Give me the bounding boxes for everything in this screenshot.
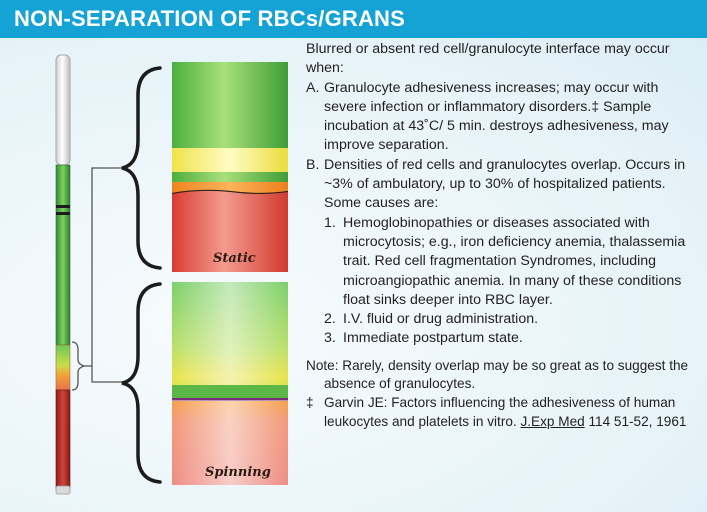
spinning-panel: Spinning xyxy=(172,282,288,485)
sub-item-text: Hemoglobinopathies or diseases associate… xyxy=(343,214,686,308)
static-label: Static xyxy=(213,251,256,266)
page-title: NON-SEPARATION OF RBCs/GRANS xyxy=(14,6,406,31)
cause-sub-list: 1. Hemoglobinopathies or diseases associ… xyxy=(306,214,700,349)
static-orange-band xyxy=(172,182,288,194)
tube-bracket xyxy=(71,341,87,391)
tube-red-cell-segment xyxy=(55,389,71,489)
notes-section: Note: Rarely, density overlap may be so … xyxy=(306,357,700,431)
explanation-text: Blurred or absent red cell/granulocyte i… xyxy=(306,40,700,431)
sub-item-2: 2. I.V. fluid or drug administration. xyxy=(306,310,700,329)
connector-line-spinning xyxy=(91,366,122,383)
tube-bottom-cap xyxy=(55,485,71,495)
footnote-marker: ‡ xyxy=(306,394,314,410)
spinning-lower-glow xyxy=(172,401,288,485)
footnote-text-after: 114 51-52, 1961 xyxy=(584,413,687,429)
static-green-thin-band xyxy=(172,172,288,182)
content-area xyxy=(0,38,707,512)
tube-granulocyte-segment xyxy=(55,164,71,346)
sub-item-marker: 2. xyxy=(324,311,336,328)
item-text: Granulocyte adhesiveness increases; may … xyxy=(324,79,669,154)
item-text: Densities of red cells and granulocytes … xyxy=(324,156,686,212)
journal-link[interactable]: J.Exp Med xyxy=(520,413,585,429)
spinning-green-band xyxy=(172,385,288,399)
spinning-panel-brace xyxy=(121,282,162,484)
item-marker: B. xyxy=(306,156,320,173)
illustration: Static Spinning xyxy=(55,54,289,495)
tube-cap xyxy=(55,54,71,166)
sub-item-3: 3. Immediate postpartum state. xyxy=(306,329,700,348)
test-tube xyxy=(55,54,71,495)
sub-item-text: I.V. fluid or drug administration. xyxy=(343,311,539,328)
tube-mixed-zone xyxy=(55,344,71,391)
footnote-text-before: Garvin JE: Factors influencing the adhes… xyxy=(324,394,676,429)
sub-item-1: 1. Hemoglobinopathies or diseases associ… xyxy=(306,214,700,310)
intro-paragraph: Blurred or absent red cell/granulocyte i… xyxy=(306,41,670,77)
static-red-cell-layer xyxy=(172,190,288,272)
tube-mark-2 xyxy=(56,212,70,215)
reference-footnote: ‡ Garvin JE: Factors influencing the adh… xyxy=(306,394,700,431)
sub-item-marker: 1. xyxy=(324,214,336,231)
spinning-label: Spinning xyxy=(205,465,271,480)
sub-item-text: Immediate postpartum state. xyxy=(343,330,523,347)
tube-mark-1 xyxy=(56,205,70,208)
item-marker: A. xyxy=(306,79,320,96)
sub-item-marker: 3. xyxy=(324,330,336,347)
static-granulocyte-layer xyxy=(172,62,288,148)
static-panel: Static xyxy=(171,62,289,272)
cause-item-b: B. Densities of red cells and granulocyt… xyxy=(306,156,700,214)
note-paragraph: Note: Rarely, density overlap may be so … xyxy=(306,357,689,392)
cause-item-a: A. Granulocyte adhesiveness increases; m… xyxy=(306,79,700,156)
connector-line-static xyxy=(84,167,122,367)
spinning-interface-line xyxy=(172,398,288,401)
static-panel-brace xyxy=(121,66,162,270)
title-bar: NON-SEPARATION OF RBCs/GRANS xyxy=(0,0,707,38)
spinning-upper-glow xyxy=(172,282,288,400)
